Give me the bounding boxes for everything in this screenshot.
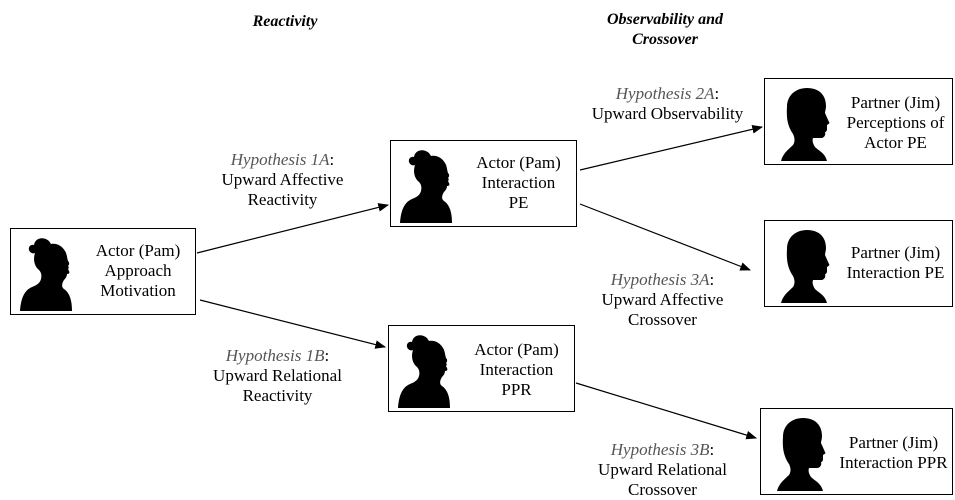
box-actor-interaction-ppr: Actor (Pam) Interaction PPR: [388, 325, 575, 412]
hypothesis-3a-label: Hypothesis 3A: Upward Affective Crossove…: [601, 270, 724, 329]
box-partner-interaction-pe: Partner (Jim) Interaction PE: [764, 220, 953, 307]
box-partner-ppr-label: Partner (Jim) Interaction PPR: [839, 433, 948, 472]
hypothesis-3b-label: Hypothesis 3B: Upward Relational Crossov…: [598, 440, 727, 499]
box-actor-approach-motivation: Actor (Pam) Approach Motivation: [10, 228, 196, 315]
hypothesis-1b-label: Hypothesis 1B: Upward Relational Reactiv…: [213, 346, 342, 405]
box-partner-perceptions: Partner (Jim) Perceptions of Actor PE: [764, 78, 953, 165]
box-actor-approach-label: Actor (Pam) Approach Motivation: [95, 241, 181, 300]
arrow-h2a: [579, 125, 764, 171]
arrow-h3a: [579, 203, 752, 271]
female-silhouette-icon: [20, 238, 72, 311]
box-partner-perceptions-label: Partner (Jim) Perceptions of Actor PE: [846, 93, 945, 152]
male-silhouette-icon: [781, 230, 830, 303]
header-observability-crossover: Observability and Crossover: [607, 11, 723, 48]
box-actor-interaction-pe: Actor (Pam) Interaction PE: [390, 140, 577, 227]
male-silhouette-icon: [777, 418, 826, 491]
header-reactivity: Reactivity: [252, 13, 318, 30]
box-actor-pe-label: Actor (Pam) Interaction PE: [476, 153, 561, 212]
box-actor-ppr-label: Actor (Pam) Interaction PPR: [474, 340, 559, 399]
box-partner-interaction-ppr: Partner (Jim) Interaction PPR: [760, 408, 953, 495]
hypothesis-2a-label: Hypothesis 2A: Upward Observability: [591, 84, 744, 123]
hypothesis-1a-label: Hypothesis 1A: Upward Affective Reactivi…: [221, 150, 344, 209]
box-partner-pe-label: Partner (Jim) Interaction PE: [846, 243, 945, 282]
arrow-h1a: [196, 203, 390, 254]
female-silhouette-icon: [398, 335, 450, 408]
female-silhouette-icon: [400, 150, 452, 223]
arrow-h1b: [199, 299, 387, 349]
arrow-h3b: [575, 382, 758, 440]
male-silhouette-icon: [781, 88, 830, 161]
